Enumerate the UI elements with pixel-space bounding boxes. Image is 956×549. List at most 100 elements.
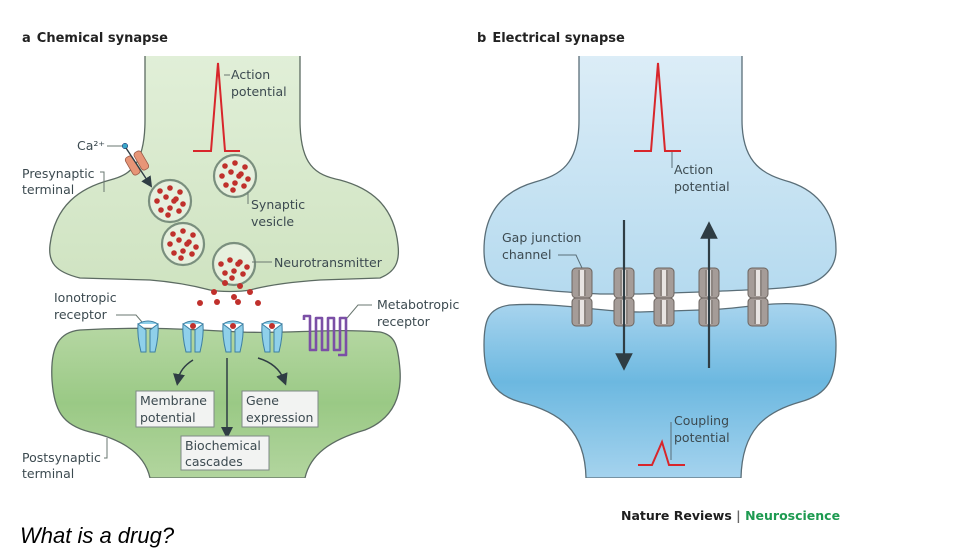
box-membrane-potential-text-2: potential (140, 410, 196, 425)
neurotransmitter-dot (222, 280, 228, 286)
box-membrane-potential-text: Membrane (140, 393, 207, 408)
neurotransmitter-dot (232, 180, 238, 186)
neurotransmitter-dot (255, 300, 261, 306)
label-gap-junction: Gap junction (502, 230, 581, 245)
calcium-influx-arrow (125, 147, 153, 188)
synaptic-vesicle (212, 153, 258, 199)
metabotropic-receptor-icon (302, 314, 348, 357)
label-gap-junction-line2: channel (502, 247, 551, 262)
label-coupling-potential-line2: potential (674, 430, 730, 445)
box-membrane-potential: Membrane potential (135, 390, 215, 428)
neurotransmitter-dot (242, 164, 248, 170)
calcium-ion-icon (121, 142, 129, 150)
neurotransmitter-dot (163, 194, 169, 200)
neurotransmitter-dot (222, 163, 228, 169)
credit-section: Neuroscience (745, 508, 840, 523)
gap-junction-channels (571, 267, 769, 327)
neurotransmitter-dot (211, 289, 217, 295)
label-neurotransmitter: Neurotransmitter (274, 255, 383, 270)
neurotransmitter-dot (236, 173, 242, 179)
neurotransmitter-dot (237, 283, 243, 289)
neurotransmitter-dot (223, 182, 229, 188)
neurotransmitter-dot (176, 208, 182, 214)
label-action-potential-b-line2: potential (674, 179, 730, 194)
credit-journal: Nature Reviews (621, 508, 732, 523)
neurotransmitter-dot (197, 300, 203, 306)
neurotransmitter-dot (176, 237, 182, 243)
label-calcium: Ca²⁺ (77, 138, 105, 153)
arrow-to-gene-expression (257, 357, 288, 386)
label-ionotropic-receptor: Ionotropic (54, 290, 117, 305)
bound-neurotransmitter-dot (230, 323, 236, 329)
ionotropic-receptor-icon (222, 320, 244, 353)
label-action-potential: Action (231, 67, 270, 82)
label-presynaptic-terminal-line2: terminal (22, 182, 74, 197)
neurotransmitter-dot (231, 294, 237, 300)
ionotropic-receptors (137, 320, 283, 353)
gap-junction-channel-icon (747, 267, 769, 327)
box-biochemical-cascades: Biochemical cascades (180, 435, 270, 471)
label-metabotropic-receptor-line2: receptor (377, 314, 431, 329)
neurotransmitter-dot (167, 205, 173, 211)
neurotransmitter-dot (245, 176, 251, 182)
neurotransmitter-dot (247, 289, 253, 295)
ionotropic-receptor-icon (261, 320, 283, 353)
action-potential-spike (193, 62, 240, 152)
released-neurotransmitter (197, 280, 261, 306)
neurotransmitter-dot (235, 261, 241, 267)
neurotransmitter-dot (219, 173, 225, 179)
neurotransmitter-dot (193, 244, 199, 250)
neurotransmitter-dot (177, 189, 183, 195)
synaptic-vesicles (147, 153, 258, 287)
neurotransmitter-dot (180, 228, 186, 234)
neurotransmitter-dot (180, 248, 186, 254)
label-action-potential-line2: potential (231, 84, 287, 99)
neurotransmitter-dot (170, 231, 176, 237)
neurotransmitter-dot (244, 264, 250, 270)
neurotransmitter-dot (218, 261, 224, 267)
box-gene-expression-text-2: expression (246, 410, 313, 425)
label-metabotropic-receptor: Metabotropic (377, 297, 459, 312)
box-biochemical-cascades-text: Biochemical (185, 438, 261, 453)
neurotransmitter-dot (167, 241, 173, 247)
coupling-potential-spike (638, 439, 685, 466)
gap-junction-channel-icon (571, 267, 593, 327)
synaptic-vesicle (160, 221, 206, 267)
neurotransmitter-dot (180, 201, 186, 207)
bound-neurotransmitter-dot (269, 323, 275, 329)
label-synaptic-vesicle: Synaptic (251, 197, 305, 212)
label-postsynaptic-terminal-line2: terminal (22, 466, 74, 481)
neurotransmitter-dot (214, 299, 220, 305)
neurotransmitter-dot (235, 299, 241, 305)
neurotransmitter-dot (167, 185, 173, 191)
calcium-channel-icon (124, 150, 150, 176)
slide-caption: What is a drug? (20, 523, 175, 548)
neurotransmitter-dot (158, 207, 164, 213)
neurotransmitter-dot (227, 257, 233, 263)
label-presynaptic-terminal: Presynaptic (22, 166, 95, 181)
ionotropic-receptor-icon (182, 320, 204, 353)
action-potential-spike-b (634, 62, 681, 152)
neurotransmitter-dot (228, 169, 234, 175)
neurotransmitter-dot (157, 188, 163, 194)
neurotransmitter-dot (231, 268, 237, 274)
label-coupling-potential: Coupling (674, 413, 729, 428)
arrow-to-membrane-potential (173, 359, 194, 386)
neurotransmitter-dot (232, 160, 238, 166)
bound-neurotransmitter-dot (190, 323, 196, 329)
neurotransmitter-dot (229, 275, 235, 281)
box-gene-expression-text: Gene (246, 393, 279, 408)
neurotransmitter-dot (171, 250, 177, 256)
neurotransmitter-dot (184, 241, 190, 247)
label-action-potential-b: Action (674, 162, 713, 177)
neurotransmitter-dot (190, 232, 196, 238)
neurotransmitter-dot (222, 270, 228, 276)
neurotransmitter-dot (165, 212, 171, 218)
synaptic-vesicle (147, 178, 193, 224)
credit-line: Nature Reviews | Neuroscience (621, 508, 840, 523)
